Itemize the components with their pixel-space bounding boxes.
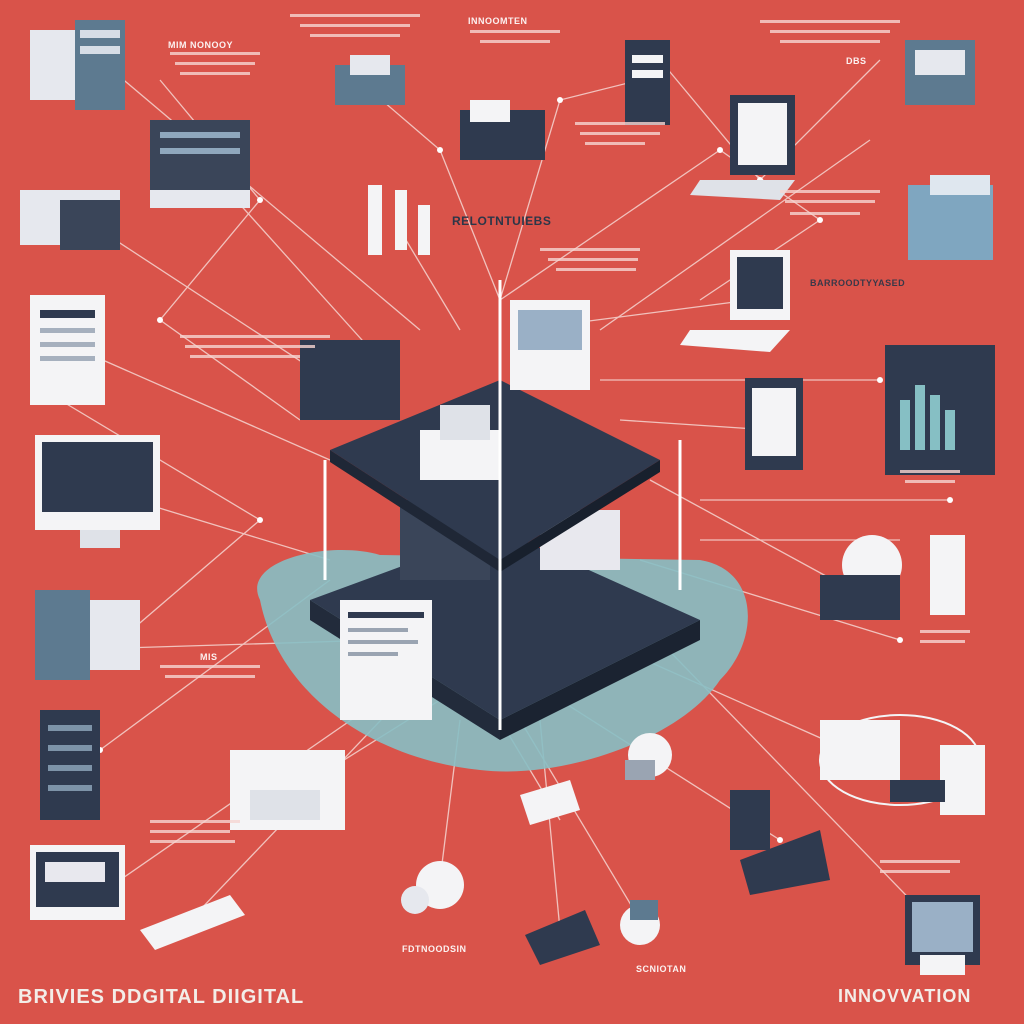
label-bottom-caption: FDTNOODSIN [402, 944, 467, 954]
keyboard-device-right [730, 790, 830, 895]
machine-right-mid [820, 535, 965, 620]
text-lines [150, 14, 970, 873]
cloud-bottom [401, 861, 464, 914]
device-bottom-center [525, 910, 600, 965]
label-top-left: MIM NONOOY [168, 40, 233, 50]
server-tower-left [40, 710, 100, 820]
device-top-right [905, 40, 975, 105]
printer-top-center [460, 100, 545, 160]
printer-bottom-left [230, 750, 345, 830]
servers-left-bottom [35, 590, 140, 680]
keyboard-bottom-left [140, 895, 245, 950]
server-rack-top-left [30, 20, 125, 110]
device-center-bottom [520, 780, 580, 825]
server-block-left [150, 120, 250, 208]
laptop-top-right [690, 95, 795, 200]
label-top-right: DBS [846, 56, 867, 66]
document-panel-left [30, 295, 105, 405]
label-center-heading: RELOTNTUIEBS [452, 214, 552, 228]
tablet-right [745, 378, 803, 470]
monitor-bottom-left [30, 845, 125, 920]
label-top-center: INNOOMTEN [468, 16, 528, 26]
robot-arm-right [819, 714, 985, 815]
pillars-center [368, 185, 430, 255]
cube-right [908, 175, 993, 260]
central-platform [257, 280, 748, 772]
label-bottom-right-caption: SCNIOTAN [636, 964, 687, 974]
tablet-top-right [625, 40, 670, 125]
monitor-bottom-right [905, 895, 980, 975]
footer-title-right: INNOVVATION [838, 986, 972, 1006]
label-left-mid: MIS [200, 652, 218, 662]
footer-title-left: BRIVIES DDGITAL DIIGITAL [18, 986, 305, 1008]
monitor-left [35, 435, 160, 548]
device-bottom-right-center [620, 900, 660, 945]
machine-left [20, 190, 120, 250]
device-center-right [625, 733, 672, 780]
laptop-right [680, 250, 790, 352]
chart-screen-right [885, 345, 995, 475]
machine-top-center [335, 55, 405, 105]
label-right-heading: BARROODTYYASED [810, 278, 906, 288]
